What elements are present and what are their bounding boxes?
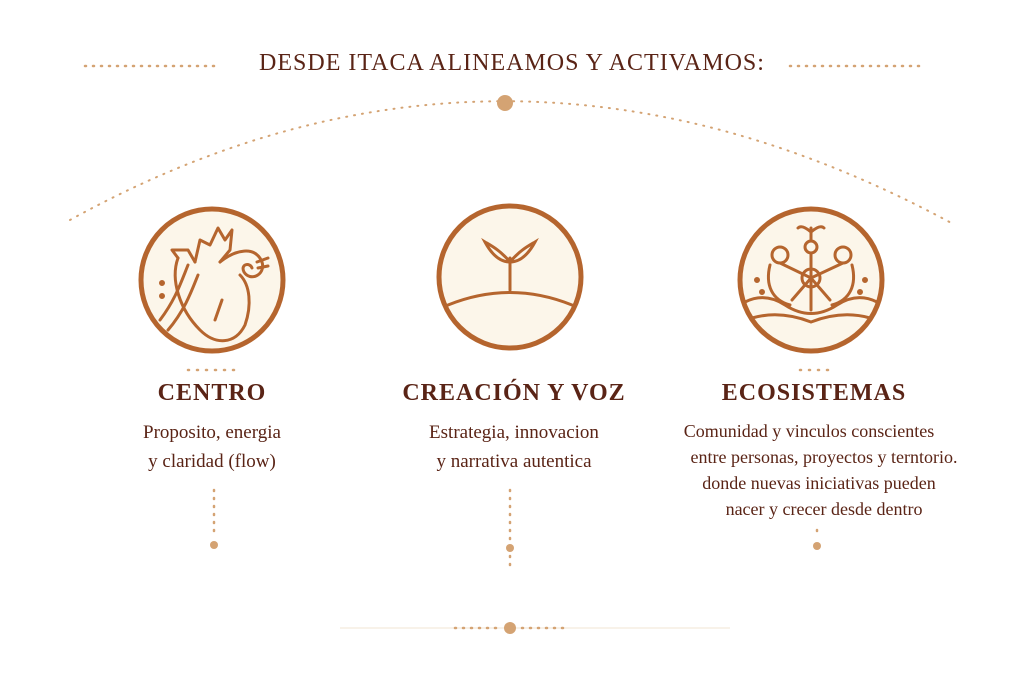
heart-icon [138,206,286,354]
ecosystem-icon [737,206,885,354]
description-line: entre personas, proyectos y terntorio. [690,447,958,467]
pillar-description-creacion: Estrategia, innovacion y narrativa auten… [344,418,684,476]
pillar-description-ecosistemas: Comunidad y vinculos conscientes entre p… [644,418,1004,522]
description-line: nacer y crecer desde dentro [725,499,923,519]
description-line: Estrategia, innovacion [429,422,599,443]
description-line: y narrativa autentica [436,451,592,472]
page-title: DESDE ITACA ALINEAMOS Y ACTIVAMOS: [259,50,765,76]
description-line: Proposito, energia [143,422,281,443]
pillar-heading-centro: CENTRO [157,380,267,406]
description-line: Comunidad y vinculos conscientes [683,421,935,441]
pillar-heading-ecosistemas: ECOSISTEMAS [721,380,907,406]
pillar-heading-creacion: CREACIÓN Y VOZ [402,380,626,406]
pillar-description-centro: Proposito, energia y claridad (flow) [42,418,382,476]
description-line: y claridad (flow) [148,451,276,472]
sprout-icon [436,203,584,351]
description-line: donde nuevas iniciativas pueden [702,473,936,493]
arc-top-dot [497,95,513,111]
